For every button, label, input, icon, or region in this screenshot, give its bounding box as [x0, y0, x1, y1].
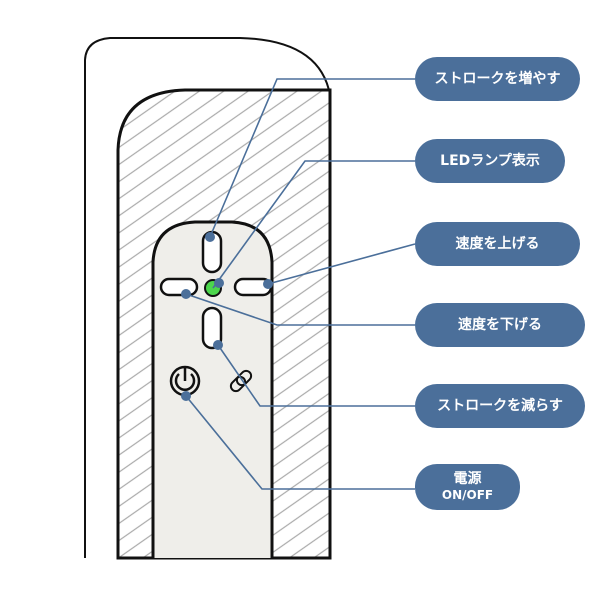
leader-lines: [185, 78, 416, 490]
callout-stroke-up: ストロークを増やす: [415, 57, 580, 101]
callout-label: ストロークを減らす: [437, 397, 563, 414]
callout-sublabel: ON/OFF: [441, 488, 494, 503]
callout-label: ストロークを増やす: [434, 70, 561, 87]
callout-label: 電源: [453, 471, 482, 488]
callout-speed-up: 速度を上げる: [415, 222, 580, 266]
leader-dots: [181, 232, 273, 401]
callout-speed-down: 速度を下げる: [415, 303, 585, 347]
callout-label: LEDランプ表示: [440, 152, 540, 169]
callout-label: 速度を下げる: [458, 316, 542, 333]
callout-label: 速度を上げる: [455, 235, 540, 252]
callout-stroke-down: ストロークを減らす: [415, 384, 585, 428]
link-icon: [229, 369, 253, 393]
stroke-down-button[interactable]: [201, 306, 223, 350]
power-icon[interactable]: [169, 365, 201, 397]
callout-led: LEDランプ表示: [415, 139, 565, 183]
speed-down-button[interactable]: [159, 277, 199, 297]
control-panel: [151, 220, 274, 558]
